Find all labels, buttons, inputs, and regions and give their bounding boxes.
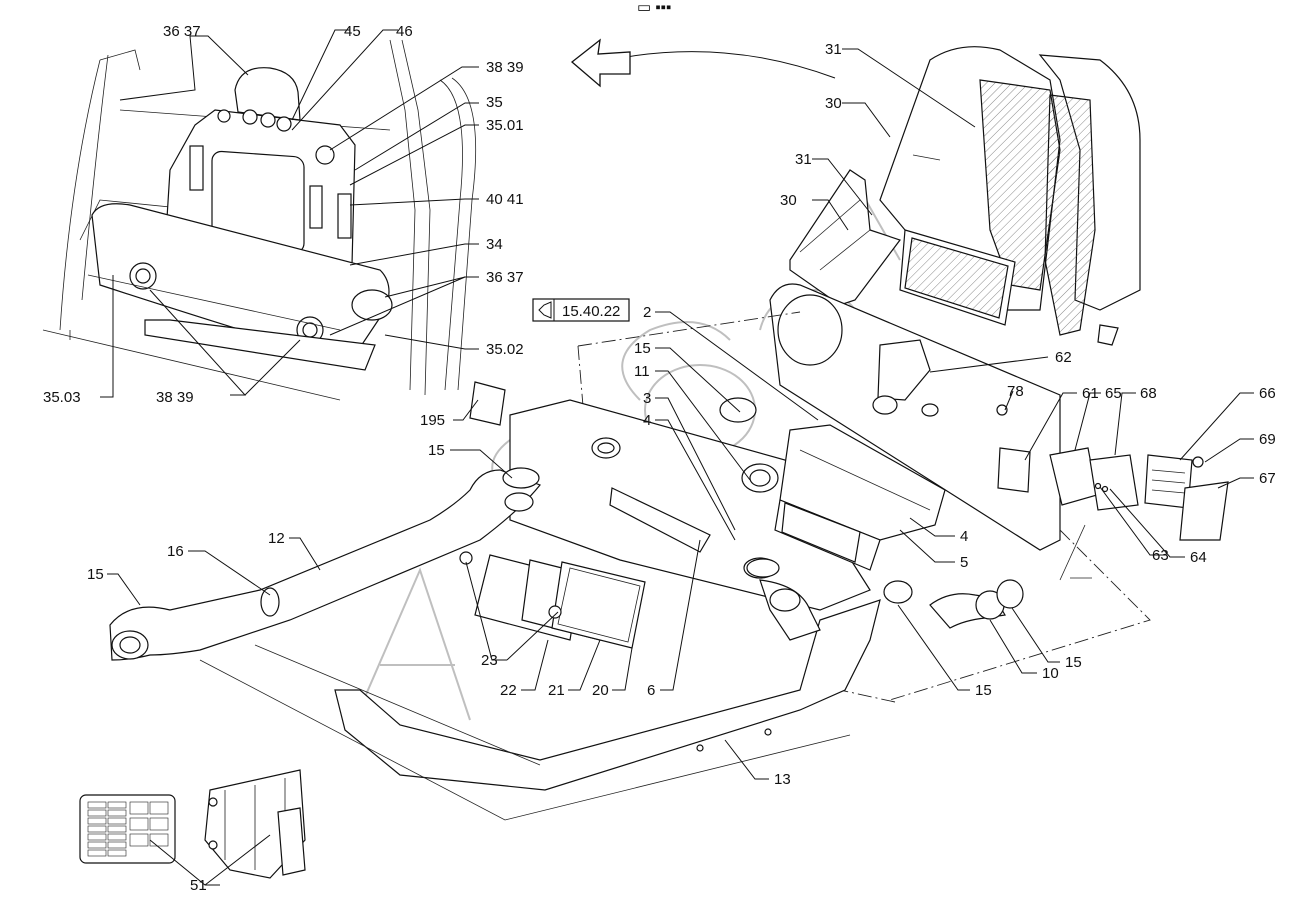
callout-30-mid: 30 bbox=[780, 192, 797, 209]
cab-console-inset bbox=[42, 39, 477, 401]
callout-31-mid: 31 bbox=[795, 151, 812, 168]
fuse-box bbox=[79, 769, 306, 879]
vent-assembly bbox=[996, 404, 1229, 581]
part-195-plate bbox=[469, 381, 506, 426]
callout-35-01: 35.01 bbox=[486, 117, 524, 134]
callout-15-a: 15 bbox=[634, 340, 651, 357]
callout-35-02: 35.02 bbox=[486, 341, 524, 358]
speaker-icon bbox=[538, 301, 552, 319]
callout-2: 2 bbox=[643, 304, 651, 321]
callout-12: 12 bbox=[268, 530, 285, 547]
main-air-duct bbox=[109, 467, 541, 661]
callout-10: 10 bbox=[1042, 665, 1059, 682]
callout-67: 67 bbox=[1259, 470, 1276, 487]
grille-filter-set bbox=[459, 551, 646, 649]
callout-38-39-top: 38 39 bbox=[486, 59, 524, 76]
callout-36-37-mid: 36 37 bbox=[486, 269, 524, 286]
callout-3: 3 bbox=[643, 390, 651, 407]
callout-34: 34 bbox=[486, 236, 503, 253]
callout-35: 35 bbox=[486, 94, 503, 111]
callout-15-e: 15 bbox=[1065, 654, 1082, 671]
callout-61: 61 bbox=[1082, 385, 1099, 402]
callout-69: 69 bbox=[1259, 431, 1276, 448]
callout-15-d: 15 bbox=[975, 682, 992, 699]
leader-lines bbox=[100, 29, 1254, 886]
assembly-outline bbox=[577, 311, 1151, 703]
callout-51: 51 bbox=[190, 877, 207, 894]
connector-hose bbox=[883, 579, 1024, 629]
callout-11: 11 bbox=[634, 363, 650, 380]
callout-45: 45 bbox=[344, 23, 361, 40]
callout-16: 16 bbox=[167, 543, 184, 560]
callout-36-37-top: 36 37 bbox=[163, 23, 201, 40]
upper-duct-panel bbox=[769, 283, 1061, 551]
callout-64: 64 bbox=[1190, 549, 1207, 566]
callout-30-top: 30 bbox=[825, 95, 842, 112]
callout-15-b: 15 bbox=[428, 442, 445, 459]
callout-40-41: 40 41 bbox=[486, 191, 524, 208]
callout-66: 66 bbox=[1259, 385, 1276, 402]
floor-duct-frame bbox=[199, 558, 881, 821]
callout-35-03: 35.03 bbox=[43, 389, 81, 406]
callout-78: 78 bbox=[1007, 383, 1024, 400]
callout-4-a: 4 bbox=[643, 412, 651, 429]
callout-62: 62 bbox=[1055, 349, 1072, 366]
reference-box-text: 15.40.22 bbox=[562, 303, 620, 320]
callout-195: 195 bbox=[420, 412, 445, 429]
callout-6: 6 bbox=[647, 682, 655, 699]
callout-4-b: 4 bbox=[960, 528, 968, 545]
direction-arrow bbox=[570, 38, 836, 88]
callout-46: 46 bbox=[396, 23, 413, 40]
callout-15-c: 15 bbox=[87, 566, 104, 583]
heater-unit bbox=[509, 397, 946, 611]
rear-window-assembly bbox=[789, 46, 1141, 346]
callout-5: 5 bbox=[960, 554, 968, 571]
reference-box: 15.40.22 bbox=[532, 298, 630, 322]
callout-65: 65 bbox=[1105, 385, 1122, 402]
tiny-header-mark: ▭ ▪▪▪ bbox=[637, 0, 671, 16]
callout-63: 63 bbox=[1152, 547, 1169, 564]
callout-31-top: 31 bbox=[825, 41, 842, 58]
callout-38-39-bot: 38 39 bbox=[156, 389, 194, 406]
callout-13: 13 bbox=[774, 771, 791, 788]
callout-22: 22 bbox=[500, 682, 517, 699]
callout-23: 23 bbox=[481, 652, 498, 669]
callout-20: 20 bbox=[592, 682, 609, 699]
callout-labels: 36 37 45 46 38 39 35 35.01 40 41 34 36 3… bbox=[43, 23, 1276, 894]
callout-21: 21 bbox=[548, 682, 565, 699]
callout-68: 68 bbox=[1140, 385, 1157, 402]
